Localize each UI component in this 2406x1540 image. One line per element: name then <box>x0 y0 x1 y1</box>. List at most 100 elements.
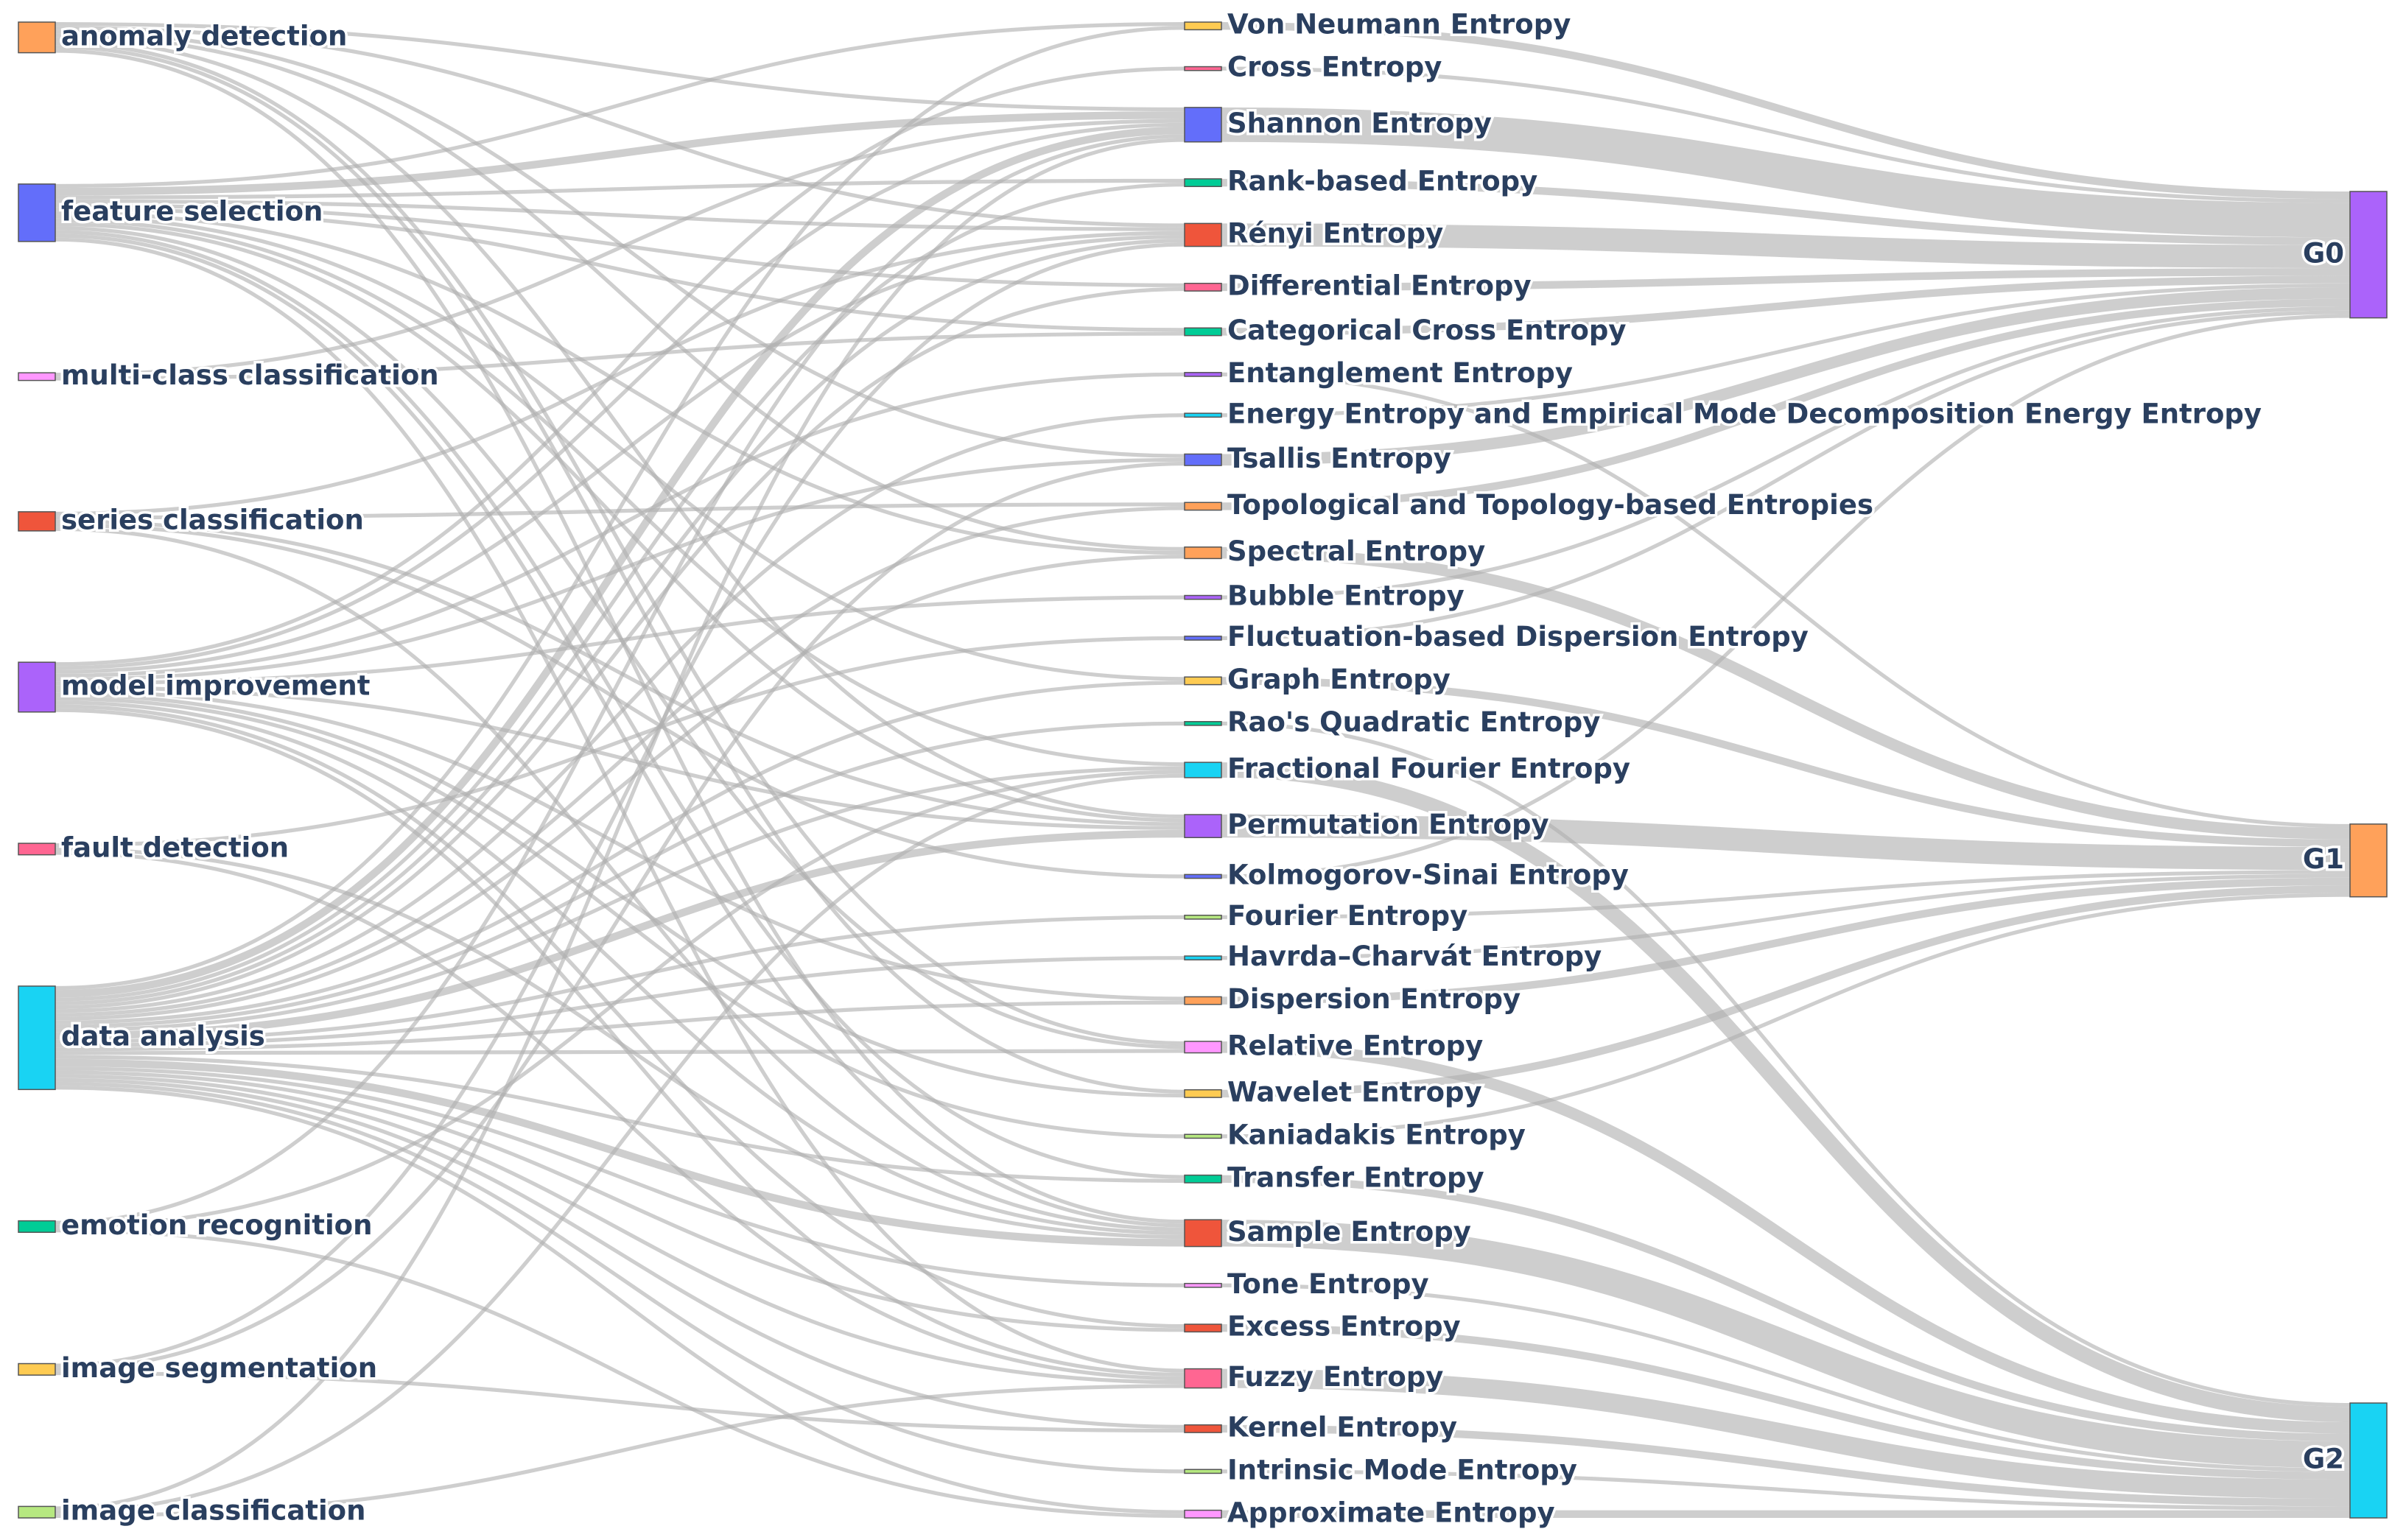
link-data-analysis-to-tone <box>55 1066 1185 1287</box>
link-rank-based-to-g0 <box>1221 178 2351 245</box>
node-label-data-analysis: data analysis <box>61 1021 265 1052</box>
node-label-image-segmentation: image segmentation <box>61 1352 377 1384</box>
link-raos-quadratic-to-g2 <box>1221 721 2351 1407</box>
node-label-spectral: Spectral Entropy <box>1227 535 1485 567</box>
link-fault-detection-to-fuzzy <box>55 851 1185 1381</box>
link-image-segmentation-to-kernel <box>55 1371 1185 1433</box>
node-label-fourier: Fourier Entropy <box>1227 900 1467 932</box>
node-label-tone: Tone Entropy <box>1227 1268 1429 1300</box>
node-permutation <box>1184 814 1222 838</box>
node-label-transfer: Transfer Entropy <box>1227 1161 1484 1193</box>
link-feature-selection-to-graph <box>55 214 1185 681</box>
link-emotion-recognition-to-fractional-fourier <box>55 770 1185 1229</box>
node-shannon <box>1184 107 1222 143</box>
link-emotion-recognition-to-shannon <box>55 134 1185 1225</box>
node-kolmogorov-sinai <box>1184 873 1222 879</box>
node-wavelet <box>1184 1089 1222 1098</box>
link-sample-to-g2 <box>1221 1220 2351 1469</box>
link-spectral-to-g1 <box>1221 546 2351 840</box>
link-shannon-to-g0 <box>1221 107 2351 238</box>
link-excess-to-g2 <box>1221 1324 2351 1480</box>
node-cross <box>1184 66 1222 71</box>
link-feature-selection-to-categorical-cross <box>55 207 1185 332</box>
node-label-energy-emd: Energy Entropy and Empirical Mode Decomp… <box>1227 398 2262 429</box>
node-differential <box>1184 282 1222 292</box>
link-feature-selection-to-renyi <box>55 199 1185 231</box>
link-model-improvement-to-tsallis <box>55 457 1185 682</box>
link-entanglement-to-g1 <box>1221 372 2351 829</box>
node-label-emotion-recognition: emotion recognition <box>61 1209 372 1241</box>
node-label-entanglement: Entanglement Entropy <box>1227 357 1573 389</box>
node-feature-selection <box>18 183 56 242</box>
node-multi-class-classification <box>18 372 56 382</box>
link-transfer-to-g2 <box>1221 1175 2351 1441</box>
node-kernel <box>1184 1424 1222 1433</box>
node-label-fractional-fourier: Fractional Fourier Entropy <box>1227 753 1630 784</box>
link-series-classification-to-kolmogorov-sinai <box>55 523 1185 879</box>
link-von-neumann-to-g0 <box>1221 22 2351 200</box>
node-g2 <box>2349 1402 2388 1519</box>
link-havrda-charvat-to-g1 <box>1221 873 2351 960</box>
node-label-kernel: Kernel Entropy <box>1227 1411 1457 1443</box>
node-label-permutation: Permutation Entropy <box>1227 809 1549 840</box>
node-label-dispersion: Dispersion Entropy <box>1227 983 1521 1015</box>
node-label-renyi: Rényi Entropy <box>1227 217 1443 249</box>
node-intrinsic-mode <box>1184 1469 1222 1474</box>
link-anomaly-detection-to-spectral <box>55 33 1185 551</box>
node-fourier <box>1184 914 1222 920</box>
node-energy-emd <box>1184 412 1222 418</box>
node-transfer <box>1184 1174 1222 1184</box>
node-label-relative: Relative Entropy <box>1227 1030 1483 1061</box>
link-data-analysis-to-raos-quadratic <box>55 721 1185 1029</box>
link-data-analysis-to-graph <box>55 681 1185 1024</box>
link-model-improvement-to-shannon <box>55 122 1185 670</box>
link-image-classification-to-shannon <box>55 138 1185 1511</box>
link-data-analysis-to-excess <box>55 1070 1185 1332</box>
link-fault-detection-to-fluctuation-dispersion <box>55 636 1185 848</box>
link-fractional-fourier-to-g2 <box>1221 762 2351 1422</box>
node-excess <box>1184 1323 1222 1333</box>
node-series-classification <box>18 511 56 532</box>
node-fuzzy <box>1184 1368 1222 1389</box>
link-feature-selection-to-fractional-fourier <box>55 218 1185 767</box>
node-label-fluctuation-dispersion: Fluctuation-based Dispersion Entropy <box>1227 621 1809 653</box>
link-feature-selection-to-spectral <box>55 211 1185 555</box>
link-data-analysis-to-differential <box>55 286 1185 1010</box>
node-label-kaniadakis: Kaniadakis Entropy <box>1227 1119 1526 1150</box>
node-von-neumann <box>1184 21 1222 31</box>
link-data-analysis-to-sample <box>55 1058 1185 1247</box>
node-label-shannon: Shannon Entropy <box>1227 108 1492 139</box>
node-dispersion <box>1184 996 1222 1005</box>
node-model-improvement <box>18 661 56 713</box>
node-kaniadakis <box>1184 1133 1222 1139</box>
diagram-nodes <box>18 21 2388 1519</box>
link-data-analysis-to-spectral <box>55 555 1185 1021</box>
link-series-classification-to-sample <box>55 527 1185 1231</box>
link-model-improvement-to-cross <box>55 66 1185 667</box>
link-intrinsic-mode-to-g2 <box>1221 1469 2351 1511</box>
node-anomaly-detection <box>18 21 56 54</box>
link-model-improvement-to-renyi <box>55 234 1185 674</box>
node-label-topological: Topological and Topology-based Entropies <box>1227 489 1873 521</box>
node-tsallis <box>1184 453 1222 466</box>
link-data-analysis-to-fuzzy <box>55 1074 1185 1385</box>
link-data-analysis-to-rank-based <box>55 183 1185 1002</box>
node-label-image-classification: image classification <box>61 1495 365 1527</box>
link-topological-to-g0 <box>1221 298 2351 510</box>
node-g1 <box>2349 823 2388 898</box>
link-data-analysis-to-dispersion <box>55 1000 1185 1052</box>
link-relative-to-g2 <box>1221 1041 2351 1434</box>
link-model-improvement-to-excess <box>55 704 1185 1329</box>
link-dispersion-to-g1 <box>1221 877 2351 1005</box>
node-label-g2: G2 <box>2303 1444 2344 1475</box>
link-image-classification-to-fractional-fourier <box>55 773 1185 1514</box>
link-image-segmentation-to-tsallis <box>55 461 1185 1371</box>
node-data-analysis <box>18 985 56 1091</box>
node-fluctuation-dispersion <box>1184 636 1222 641</box>
link-data-analysis-to-topological <box>55 506 1185 1017</box>
link-data-analysis-to-relative <box>55 1049 1185 1055</box>
link-data-analysis-to-permutation <box>55 829 1185 1040</box>
link-data-analysis-to-intrinsic-mode <box>55 1081 1185 1474</box>
node-label-graph: Graph Entropy <box>1227 664 1451 695</box>
